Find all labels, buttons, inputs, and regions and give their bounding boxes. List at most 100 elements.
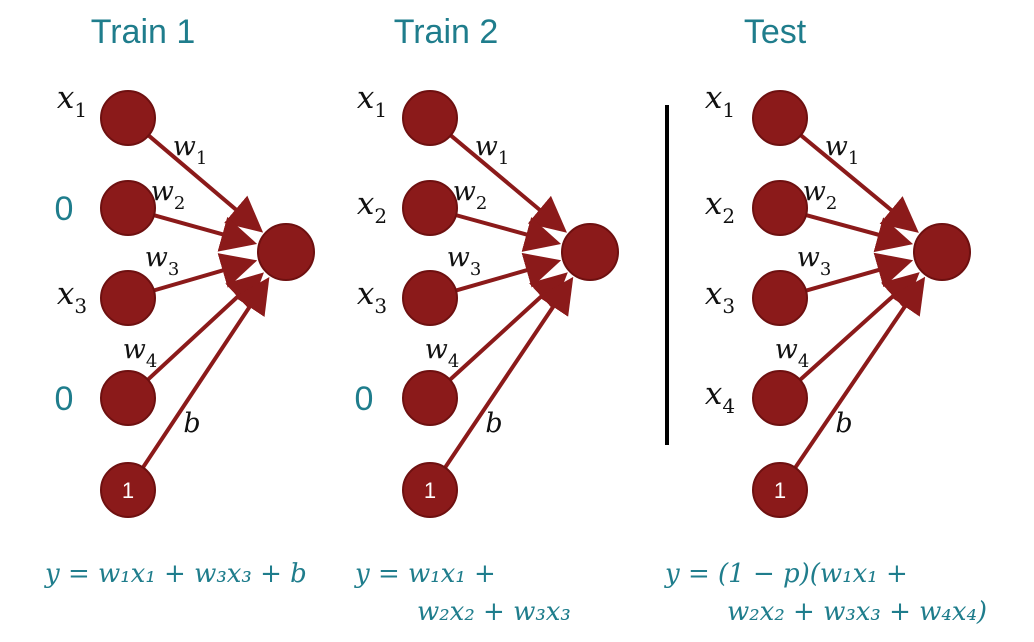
weight-label-1-base: w [825,131,848,162]
bias-connection [792,276,926,471]
input-node-2 [100,180,156,236]
input-label-2-subscript: 2 [374,204,387,228]
input-node-3 [402,270,458,326]
input-label-3: x3 [705,276,735,318]
bias-weight-label: b [183,408,200,439]
input-node-1 [100,90,156,146]
weight-label-2-base: w [803,176,826,207]
weight-label-2-subscript: 2 [826,193,837,214]
bias-weight-label: b [485,408,502,439]
weight-connection-4 [447,272,568,383]
weight-label-4-base: w [425,334,448,365]
weight-label-4: w4 [775,334,810,372]
weight-connection-2 [803,212,914,253]
input-node-4 [100,370,156,426]
dropped-input-label: 0 [55,380,74,418]
input-label-2: x2 [705,186,735,228]
bias-node [402,462,458,518]
weight-label-2-base: w [151,176,174,207]
input-label-3-base: x [705,276,723,312]
weight-connection-3 [803,252,914,294]
bias-weight-label: b [835,408,852,439]
input-label-1-subscript: 1 [74,98,87,122]
weight-connection-1 [797,132,919,233]
weight-label-2-subscript: 2 [476,193,487,214]
input-label-1: x1 [357,80,387,122]
weight-label-4-subscript: 4 [798,351,809,372]
weight-label-3-base: w [447,242,470,273]
weight-label-4-subscript: 4 [146,351,157,372]
input-label-2-base: x [357,186,375,222]
dropped-input-label: 0 [355,380,374,418]
input-label-2-subscript: 2 [722,204,735,228]
weight-label-4: w4 [425,334,460,372]
equation-line-1: y = w₁x₁ + [354,559,496,589]
equation-line-1: y = (1 − p)(w₁x₁ + [664,559,908,589]
weight-label-3: w3 [797,242,832,280]
weight-label-1-subscript: 1 [498,148,509,169]
equation-line-1: y = w₁x₁ + w₃x₃ + b [44,559,307,589]
weight-label-2-subscript: 2 [174,193,185,214]
input-node-1 [752,90,808,146]
weight-connection-3 [151,253,258,293]
weight-label-1-base: w [173,131,196,162]
input-label-3-subscript: 3 [74,294,87,318]
bias-node [100,462,156,518]
input-label-4: x4 [705,376,735,418]
weight-label-2: w2 [803,176,838,214]
bias-node-label: 1 [122,478,134,503]
input-node-3 [752,270,808,326]
bias-node-label: 1 [774,478,786,503]
dropped-input-label: 0 [55,190,74,228]
weight-connection-4 [145,272,264,383]
bias-node-label: 1 [424,478,436,503]
input-label-3-subscript: 3 [374,294,387,318]
weight-label-4-base: w [123,334,146,365]
weight-connection-2 [453,212,562,252]
output-node [561,223,619,281]
weight-label-4-subscript: 4 [448,351,459,372]
weight-label-1: w1 [825,131,860,169]
equation-line-2: w₂x₂ + w₃x₃ + w₄x₄) [727,597,987,627]
input-label-1-base: x [57,80,75,116]
input-label-1-base: x [705,80,723,116]
weight-connection-1 [145,132,264,233]
input-label-4-base: x [705,376,723,412]
weight-connection-1 [447,132,568,233]
bias-connection [140,276,270,471]
weight-label-2-base: w [453,176,476,207]
input-label-2-base: x [705,186,723,222]
input-node-4 [752,370,808,426]
input-label-3-base: x [357,276,375,312]
weight-label-3-subscript: 3 [820,259,831,280]
input-node-3 [100,270,156,326]
output-node [913,223,971,281]
input-label-1-subscript: 1 [722,98,735,122]
weight-label-3-subscript: 3 [168,259,179,280]
weight-label-1-subscript: 1 [848,148,859,169]
input-label-1-base: x [357,80,375,116]
weight-connection-4 [797,272,920,383]
weight-label-3: w3 [145,242,180,280]
input-node-2 [402,180,458,236]
weight-label-3-subscript: 3 [470,259,481,280]
weight-label-1-subscript: 1 [196,148,207,169]
input-label-3-subscript: 3 [722,294,735,318]
input-node-1 [402,90,458,146]
weight-label-1: w1 [173,131,208,169]
input-label-1-subscript: 1 [374,98,387,122]
panel-title: Train 1 [91,13,196,51]
weight-label-1-base: w [475,131,498,162]
panel-title: Train 2 [394,13,499,51]
input-node-4 [402,370,458,426]
panel-title: Test [744,13,807,51]
weight-label-4: w4 [123,334,158,372]
input-label-1: x1 [57,80,87,122]
input-node-2 [752,180,808,236]
input-label-1: x1 [705,80,735,122]
